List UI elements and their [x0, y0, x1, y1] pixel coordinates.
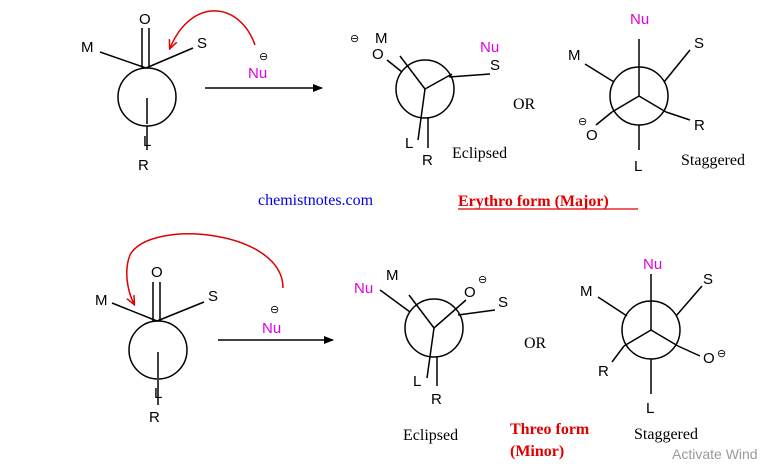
- activation-watermark: Activate Wind: [672, 446, 758, 462]
- oxygen-label: O: [372, 46, 384, 63]
- substituent-s: S: [490, 57, 500, 74]
- nucleophile-label: Nu: [248, 65, 267, 82]
- bond-m: [408, 294, 435, 329]
- substituent-l: L: [646, 400, 654, 417]
- newman-circle: [404, 298, 464, 358]
- bond-nu: [424, 73, 453, 90]
- bond-o: [386, 59, 403, 73]
- website-label: chemistnotes.com: [258, 192, 374, 209]
- threo-form-label-minor: (Minor): [510, 443, 564, 460]
- bond-l: [417, 88, 426, 141]
- or-label: OR: [524, 335, 547, 352]
- bond-m: [584, 63, 615, 83]
- substituent-s: S: [703, 271, 713, 288]
- substituent-m: M: [95, 292, 108, 309]
- threo-eclipsed: Nu M O ⊖ S L R: [354, 267, 508, 408]
- nucleophile-label: Nu: [480, 39, 499, 56]
- bond-l: [426, 327, 435, 379]
- bond-o: [433, 299, 467, 329]
- substituent-m: M: [386, 267, 399, 284]
- substituent-r: R: [149, 409, 160, 426]
- substituent-l: L: [405, 135, 413, 152]
- bond-nu: [379, 289, 411, 313]
- substituent-s: S: [694, 35, 704, 52]
- substituent-m: M: [568, 47, 581, 64]
- oxygen-label: O: [703, 350, 715, 367]
- substituent-r: R: [422, 152, 433, 169]
- nucleophile-label: Nu: [630, 11, 649, 28]
- substituent-r: R: [431, 391, 442, 408]
- substituent-s: S: [197, 35, 207, 52]
- or-label: OR: [513, 96, 536, 113]
- staggered-label: Staggered: [681, 152, 745, 169]
- negative-charge: ⊖: [270, 304, 279, 316]
- bond-s: [145, 47, 194, 69]
- threo-staggered: Nu M S R O ⊖ L: [580, 256, 726, 417]
- bond-o: [611, 95, 640, 113]
- bond-s: [457, 309, 496, 316]
- substituent-r: R: [694, 117, 705, 134]
- newman-circle: [395, 59, 455, 119]
- bond-o-ext: [677, 345, 701, 357]
- nucleophile-label: Nu: [643, 256, 662, 273]
- bond-o: [650, 329, 679, 347]
- bond-r-ext: [665, 111, 691, 121]
- staggered-label: Staggered: [634, 426, 698, 443]
- negative-charge: ⊖: [578, 116, 587, 128]
- substituent-l: L: [634, 158, 642, 175]
- substituent-m: M: [81, 39, 94, 56]
- substituent-r: R: [138, 157, 149, 174]
- erythro-eclipsed: ⊖ O M Nu S L R: [350, 30, 500, 169]
- nucleophile-label: Nu: [262, 320, 281, 337]
- threo-reactant: O M S L R ⊖ Nu: [95, 233, 284, 426]
- substituent-s: S: [208, 288, 218, 305]
- bond-s: [663, 49, 691, 83]
- bond-m: [597, 296, 628, 317]
- curved-arrow: [126, 233, 284, 304]
- substituent-s: S: [498, 294, 508, 311]
- nucleophile-label: Nu: [354, 280, 373, 297]
- oxygen-label: O: [151, 264, 163, 281]
- curved-arrow: [170, 10, 256, 48]
- substituent-m: M: [580, 283, 593, 300]
- bond-s: [156, 301, 205, 322]
- erythro-form-label: Erythro form (Major): [458, 193, 609, 210]
- erythro-staggered: Nu M S ⊖ O R L: [568, 11, 705, 175]
- bond-o-ext: [595, 111, 613, 126]
- bond-m: [111, 302, 158, 322]
- negative-charge: ⊖: [717, 348, 726, 360]
- oxygen-label: O: [139, 11, 151, 28]
- negative-charge: ⊖: [478, 274, 487, 286]
- negative-charge: ⊖: [350, 33, 359, 45]
- erythro-reactant: O M S L R ⊖ Nu: [81, 10, 268, 174]
- substituent-r: R: [598, 363, 609, 380]
- substituent-l: L: [413, 373, 421, 390]
- bond-r: [638, 95, 667, 113]
- oxygen-label: O: [464, 284, 476, 301]
- oxygen-label: O: [586, 127, 598, 144]
- bond-m: [399, 55, 426, 90]
- threo-form-label: Threo form: [510, 421, 590, 438]
- bond-s: [675, 285, 703, 317]
- eclipsed-label: Eclipsed: [403, 427, 458, 444]
- substituent-m: M: [375, 30, 388, 47]
- bond-r: [623, 329, 652, 347]
- negative-charge: ⊖: [259, 51, 268, 63]
- bond-m: [99, 51, 147, 69]
- eclipsed-label: Eclipsed: [452, 145, 507, 162]
- bond-r-ext: [611, 345, 625, 363]
- bond-s: [448, 73, 491, 78]
